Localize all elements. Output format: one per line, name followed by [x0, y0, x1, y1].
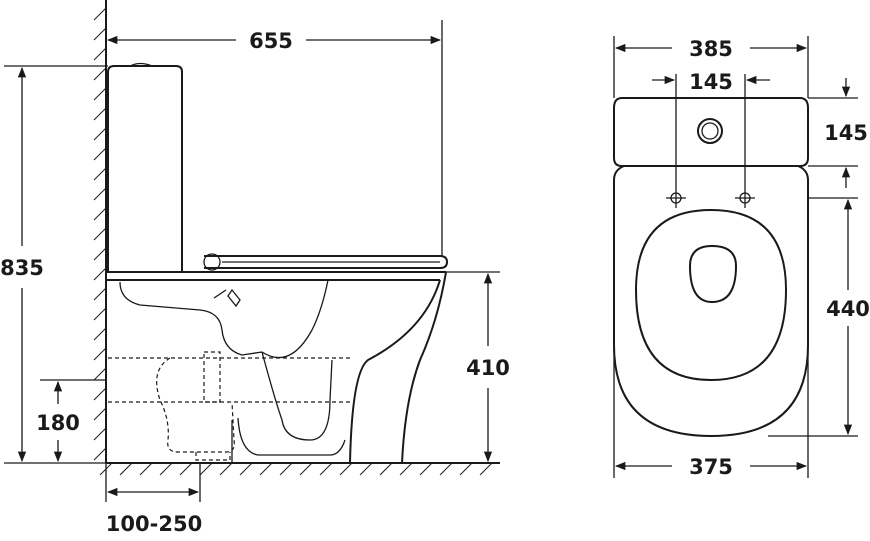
- flush-button: [129, 62, 153, 67]
- dim-outlet-height: 180: [36, 379, 106, 463]
- seat: [203, 253, 449, 271]
- dim-bowl-length-label: 440: [826, 297, 870, 321]
- cistern: [107, 65, 183, 272]
- dim-bowl-width: 375: [613, 345, 809, 479]
- dim-width: 655: [106, 20, 443, 256]
- dim-hole-spacing-label: 145: [689, 70, 733, 94]
- dim-outlet-offset-label: 100-250: [106, 512, 202, 536]
- side-view: 655 835 410 180 100-2: [0, 0, 510, 536]
- bowl-body: [106, 271, 447, 464]
- dim-tank-depth: 145: [808, 78, 868, 188]
- seat-fixing-holes: [666, 74, 755, 208]
- dim-bowl-length: 440: [768, 197, 870, 437]
- outlet-connector: [108, 351, 350, 461]
- dim-width-label: 655: [249, 29, 293, 53]
- dim-outlet-offset: 100-250: [105, 463, 202, 536]
- dim-total-height-label: 835: [0, 256, 44, 280]
- dim-bowl-width-label: 375: [689, 455, 733, 479]
- dim-hole-spacing: 145: [652, 70, 770, 94]
- flush-button-top: [697, 118, 723, 144]
- dim-rim-height-label: 410: [466, 356, 510, 380]
- top-view: 385 145 145 440: [613, 36, 870, 479]
- dim-rim-height: 410: [446, 271, 510, 463]
- dim-tank-depth-label: 145: [824, 121, 868, 145]
- dim-outlet-height-label: 180: [36, 411, 80, 435]
- dim-overall-width: 385: [613, 36, 809, 98]
- dim-total-height: 835: [0, 65, 108, 464]
- wall: [93, 0, 107, 463]
- dim-overall-width-label: 385: [689, 37, 733, 61]
- bowl-opening: [688, 244, 738, 304]
- seat-ring: [634, 208, 788, 382]
- cistern-top: [613, 97, 809, 167]
- bowl-outline: [613, 165, 809, 438]
- floor: [99, 462, 500, 476]
